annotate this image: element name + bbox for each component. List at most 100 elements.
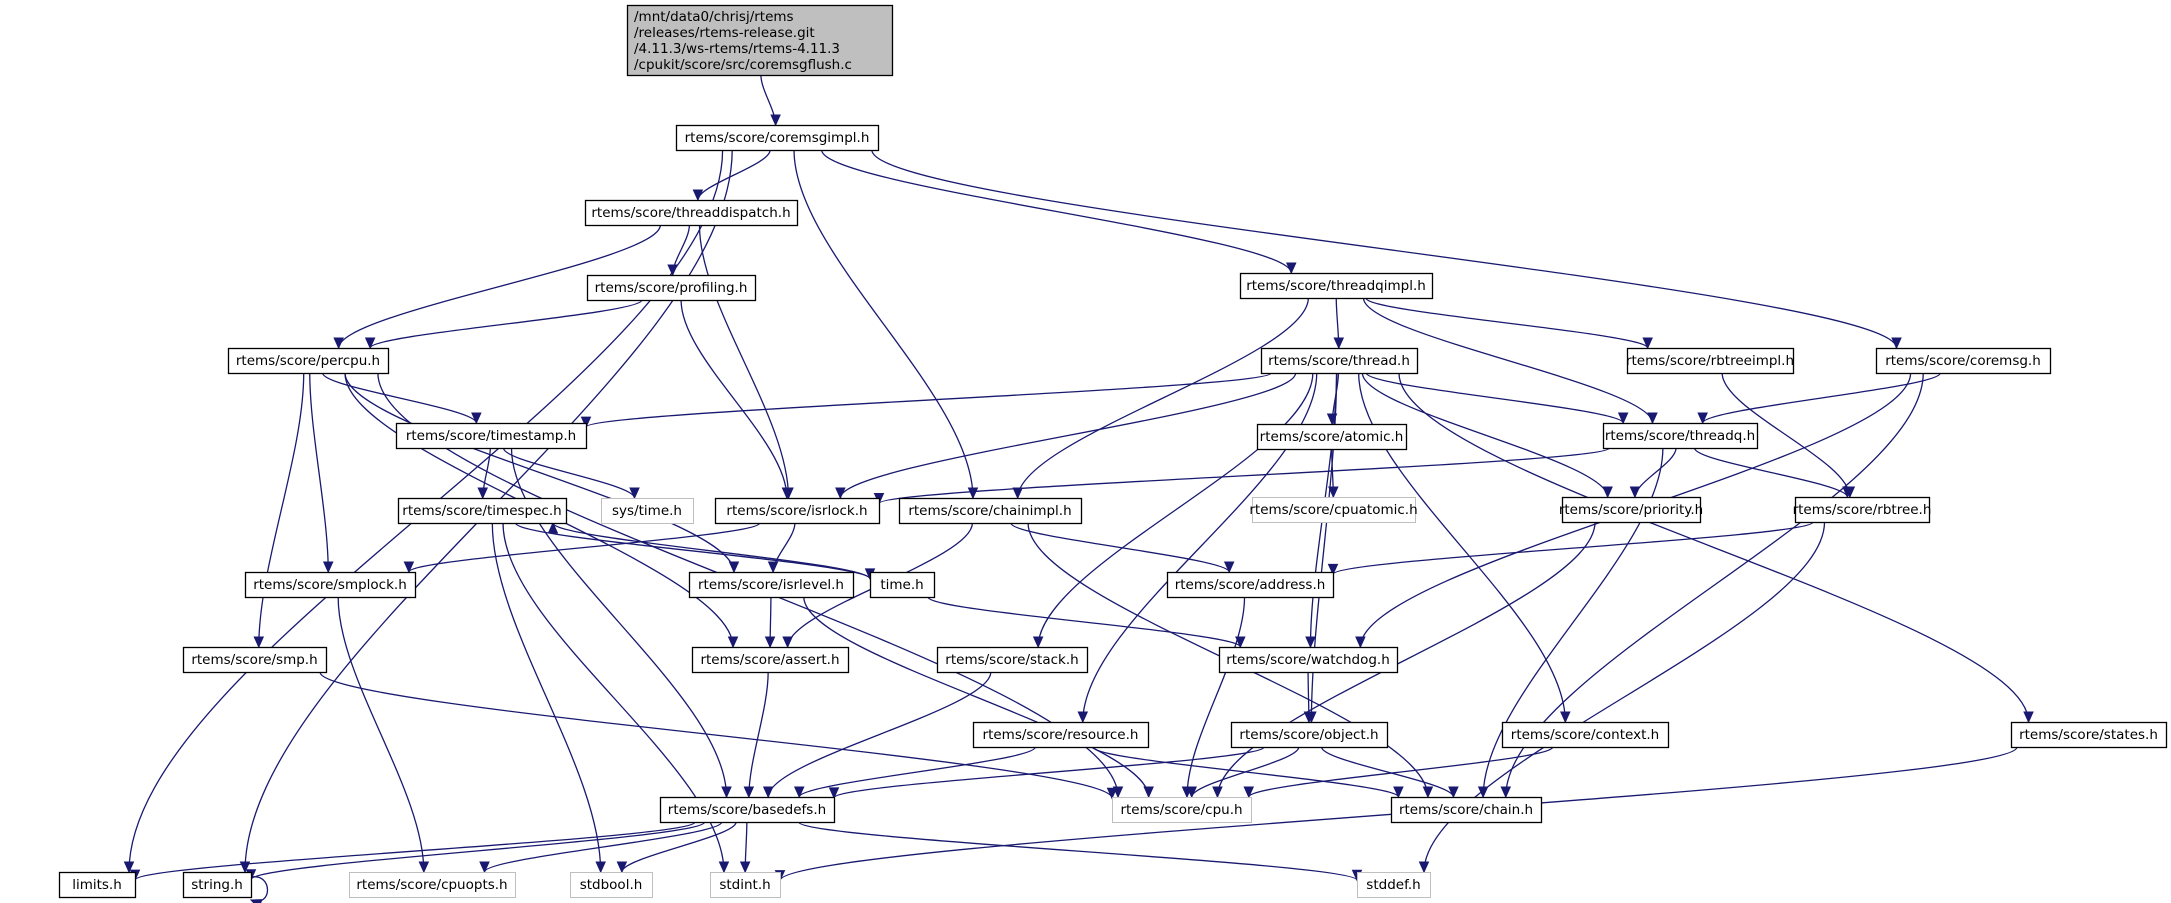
arrowhead-icon — [739, 861, 751, 874]
edge-line — [798, 746, 1037, 798]
edge-smplock-to-cpuopts — [337, 596, 430, 874]
node-basedefs[interactable]: rtems/score/basedefs.h — [659, 796, 836, 824]
node-limits[interactable]: limits.h — [58, 871, 137, 899]
node-timeh[interactable]: time.h — [869, 571, 936, 599]
edge-basedefs-to-limits — [129, 821, 696, 882]
edge-coremsgimpl-to-coremsg — [871, 149, 1902, 350]
node-coremsg[interactable]: rtems/score/coremsg.h — [1875, 347, 2052, 375]
node-profiling[interactable]: rtems/score/profiling.h — [586, 274, 757, 302]
edge-basedefs-to-cpuopts — [479, 821, 723, 874]
node-threadqimpl[interactable]: rtems/score/threadqimpl.h — [1239, 272, 1434, 300]
arrowhead-icon — [782, 636, 793, 649]
edge-threadqimpl-to-thread — [1333, 297, 1345, 350]
edge-rbtree-to-stddef — [1418, 521, 1826, 874]
edge-context-to-cpu — [1243, 746, 1554, 799]
node-cpuopts[interactable]: rtems/score/cpuopts.h — [349, 872, 516, 898]
arrowhead-icon — [967, 487, 979, 500]
node-smplock[interactable]: rtems/score/smplock.h — [244, 571, 417, 599]
edge-line — [1017, 297, 1309, 499]
node-watchdog[interactable]: rtems/score/watchdog.h — [1218, 646, 1399, 674]
node-systime[interactable]: sys/time.h — [601, 498, 694, 524]
arrowhead-icon — [629, 487, 640, 500]
node-priority[interactable]: rtems/score/priority.h — [1559, 496, 1703, 524]
node-cpuatomic[interactable]: rtems/score/cpuatomic.h — [1249, 497, 1418, 523]
node-threadq[interactable]: rtems/score/threadq.h — [1602, 422, 1759, 450]
node-box — [244, 571, 417, 599]
arrowhead-icon — [1012, 487, 1023, 500]
node-thread[interactable]: rtems/score/thread.h — [1260, 347, 1419, 375]
arrowhead-icon — [767, 561, 779, 574]
node-assert[interactable]: rtems/score/assert.h — [691, 646, 850, 674]
arrowhead-icon — [249, 899, 263, 903]
edge-atomic-to-cpuatomic — [1328, 448, 1339, 499]
node-timespec[interactable]: rtems/score/timespec.h — [397, 497, 568, 525]
node-box — [2010, 721, 2168, 749]
edge-isrlock-to-isrlevel — [767, 522, 796, 574]
node-root[interactable]: /mnt/data0/chrisj/rtems/releases/rtems-r… — [626, 4, 894, 77]
node-box — [688, 571, 855, 599]
node-stddef[interactable]: stddef.h — [1357, 872, 1431, 898]
node-box — [691, 646, 850, 674]
arrowhead-icon — [364, 337, 376, 350]
arrowhead-icon — [123, 861, 135, 874]
arrowhead-icon — [1418, 861, 1430, 874]
edge-line — [1361, 372, 1609, 498]
edge-line — [1365, 297, 1649, 349]
edge-basedefs-to-stdbool — [616, 821, 737, 874]
node-isrlevel[interactable]: rtems/score/isrlevel.h — [688, 571, 855, 599]
edge-line — [697, 149, 771, 201]
node-string[interactable]: string.h — [182, 871, 253, 899]
node-label: rtems/score/threaddispatch.h — [591, 205, 790, 221]
node-chain[interactable]: rtems/score/chain.h — [1390, 796, 1543, 824]
arrowhead-icon — [1842, 486, 1853, 499]
node-states[interactable]: rtems/score/states.h — [2010, 721, 2168, 749]
node-object[interactable]: rtems/score/object.h — [1230, 721, 1389, 749]
node-percpu[interactable]: rtems/score/percpu.h — [227, 347, 390, 375]
node-context[interactable]: rtems/score/context.h — [1501, 721, 1670, 749]
edge-line — [927, 596, 1241, 648]
node-stack[interactable]: rtems/score/stack.h — [936, 646, 1089, 674]
node-label: rtems/score/isrlock.h — [726, 503, 867, 519]
edge-line — [514, 522, 871, 580]
node-label: stdbool.h — [580, 877, 643, 893]
node-timestamp[interactable]: rtems/score/timestamp.h — [395, 422, 588, 450]
arrowhead-icon — [1106, 787, 1118, 800]
node-box — [1501, 721, 1670, 749]
arrowhead-icon — [1186, 786, 1197, 799]
arrowhead-icon — [1500, 786, 1512, 799]
node-stdint[interactable]: stdint.h — [710, 872, 781, 898]
node-isrlock[interactable]: rtems/score/isrlock.h — [714, 497, 881, 525]
edge-rbtree-to-address — [1327, 521, 1814, 576]
edge-coremsgimpl-to-chainimpl — [793, 149, 979, 500]
edge-line — [337, 596, 425, 873]
arrowhead-icon — [403, 561, 415, 574]
node-rbtreeimpl[interactable]: rtems/score/rbtreeimpl.h — [1626, 347, 1795, 375]
node-threaddispatch[interactable]: rtems/score/threaddispatch.h — [584, 199, 799, 227]
edge-isrlevel-to-assert — [764, 596, 776, 649]
node-rbtree[interactable]: rtems/score/rbtree.h — [1793, 496, 1932, 524]
node-atomic[interactable]: rtems/score/atomic.h — [1256, 423, 1408, 451]
node-stdbool[interactable]: stdbool.h — [570, 872, 653, 898]
node-smp[interactable]: rtems/score/smp.h — [182, 646, 328, 674]
node-coremsgimpl[interactable]: rtems/score/coremsgimpl.h — [675, 124, 880, 152]
arrowhead-icon — [1212, 786, 1223, 799]
edge-thread-to-timestamp — [580, 372, 1272, 429]
node-label: sys/time.h — [612, 503, 682, 519]
node-label: rtems/score/smplock.h — [253, 577, 407, 593]
arrowhead-icon — [835, 487, 846, 500]
node-address[interactable]: rtems/score/address.h — [1166, 571, 1335, 599]
edge-line — [309, 372, 329, 573]
node-label: stdint.h — [719, 877, 770, 893]
edge-line — [134, 821, 696, 881]
node-chainimpl[interactable]: rtems/score/chainimpl.h — [898, 497, 1083, 525]
edge-coremsg-to-threadq — [1697, 372, 1942, 425]
node-resource[interactable]: rtems/score/resource.h — [972, 721, 1150, 749]
edge-line — [502, 447, 636, 499]
node-label: rtems/score/chain.h — [1399, 802, 1533, 818]
edge-line — [258, 372, 305, 648]
edge-thread-to-stack — [1032, 372, 1314, 649]
node-box — [397, 497, 568, 525]
node-cpu[interactable]: rtems/score/cpu.h — [1112, 797, 1252, 823]
edge-line — [321, 372, 478, 424]
node-label: rtems/score/threadqimpl.h — [1246, 278, 1426, 294]
